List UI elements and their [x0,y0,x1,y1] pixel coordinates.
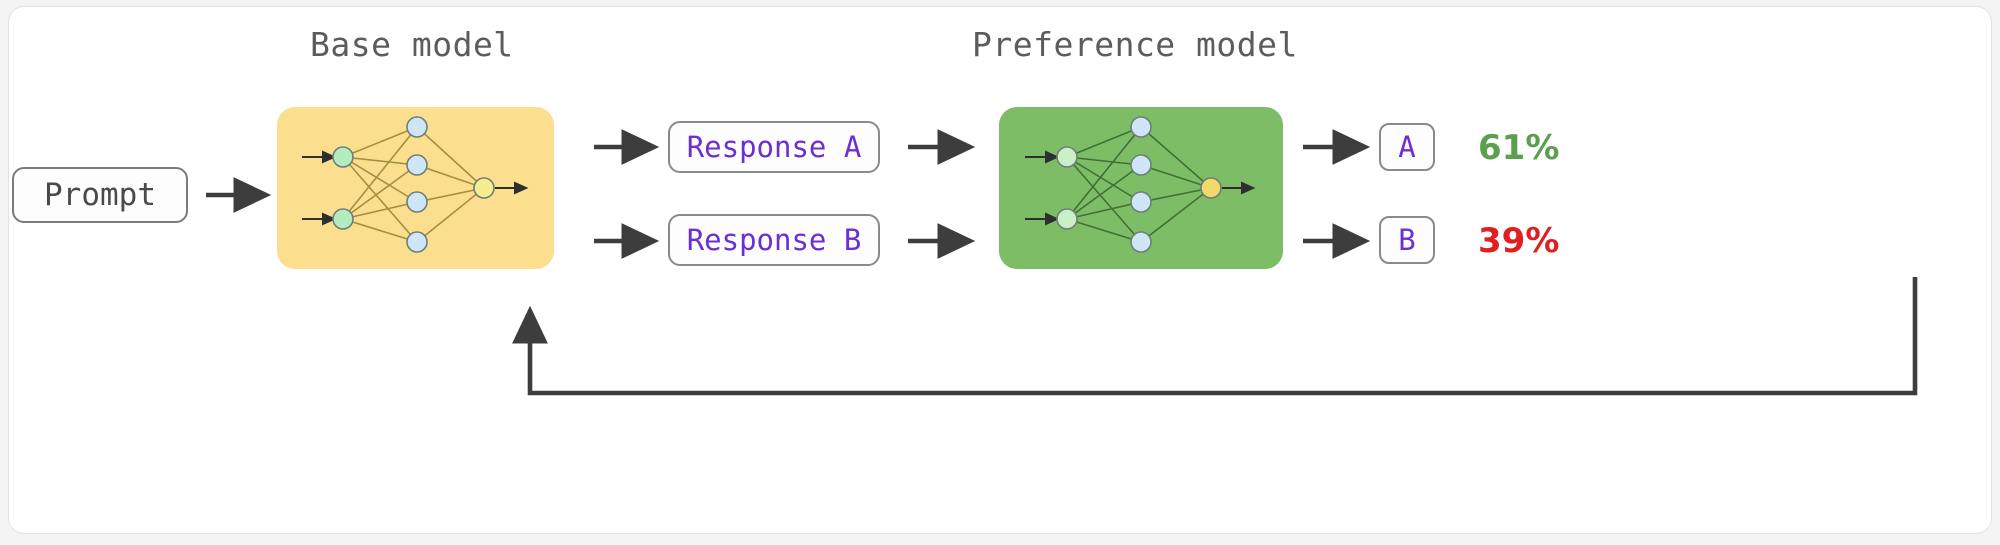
base-model-title: Base model [310,25,514,64]
preference-model-panel[interactable] [999,107,1283,269]
base-model-network-icon [302,116,529,253]
response-a-box[interactable]: Response A [668,121,880,173]
percent-b-label: 39% [1478,221,1560,261]
choice-b-box[interactable]: B [1379,216,1435,264]
base-model-panel[interactable] [277,107,554,269]
percent-a-label: 61% [1478,128,1560,168]
preference-model-network-icon [1025,116,1256,253]
prompt-box[interactable]: Prompt [12,167,188,223]
diagram-card [8,6,1992,534]
response-b-box[interactable]: Response B [668,214,880,266]
choice-a-box[interactable]: A [1379,123,1435,171]
preference-model-title: Preference model [972,25,1298,64]
